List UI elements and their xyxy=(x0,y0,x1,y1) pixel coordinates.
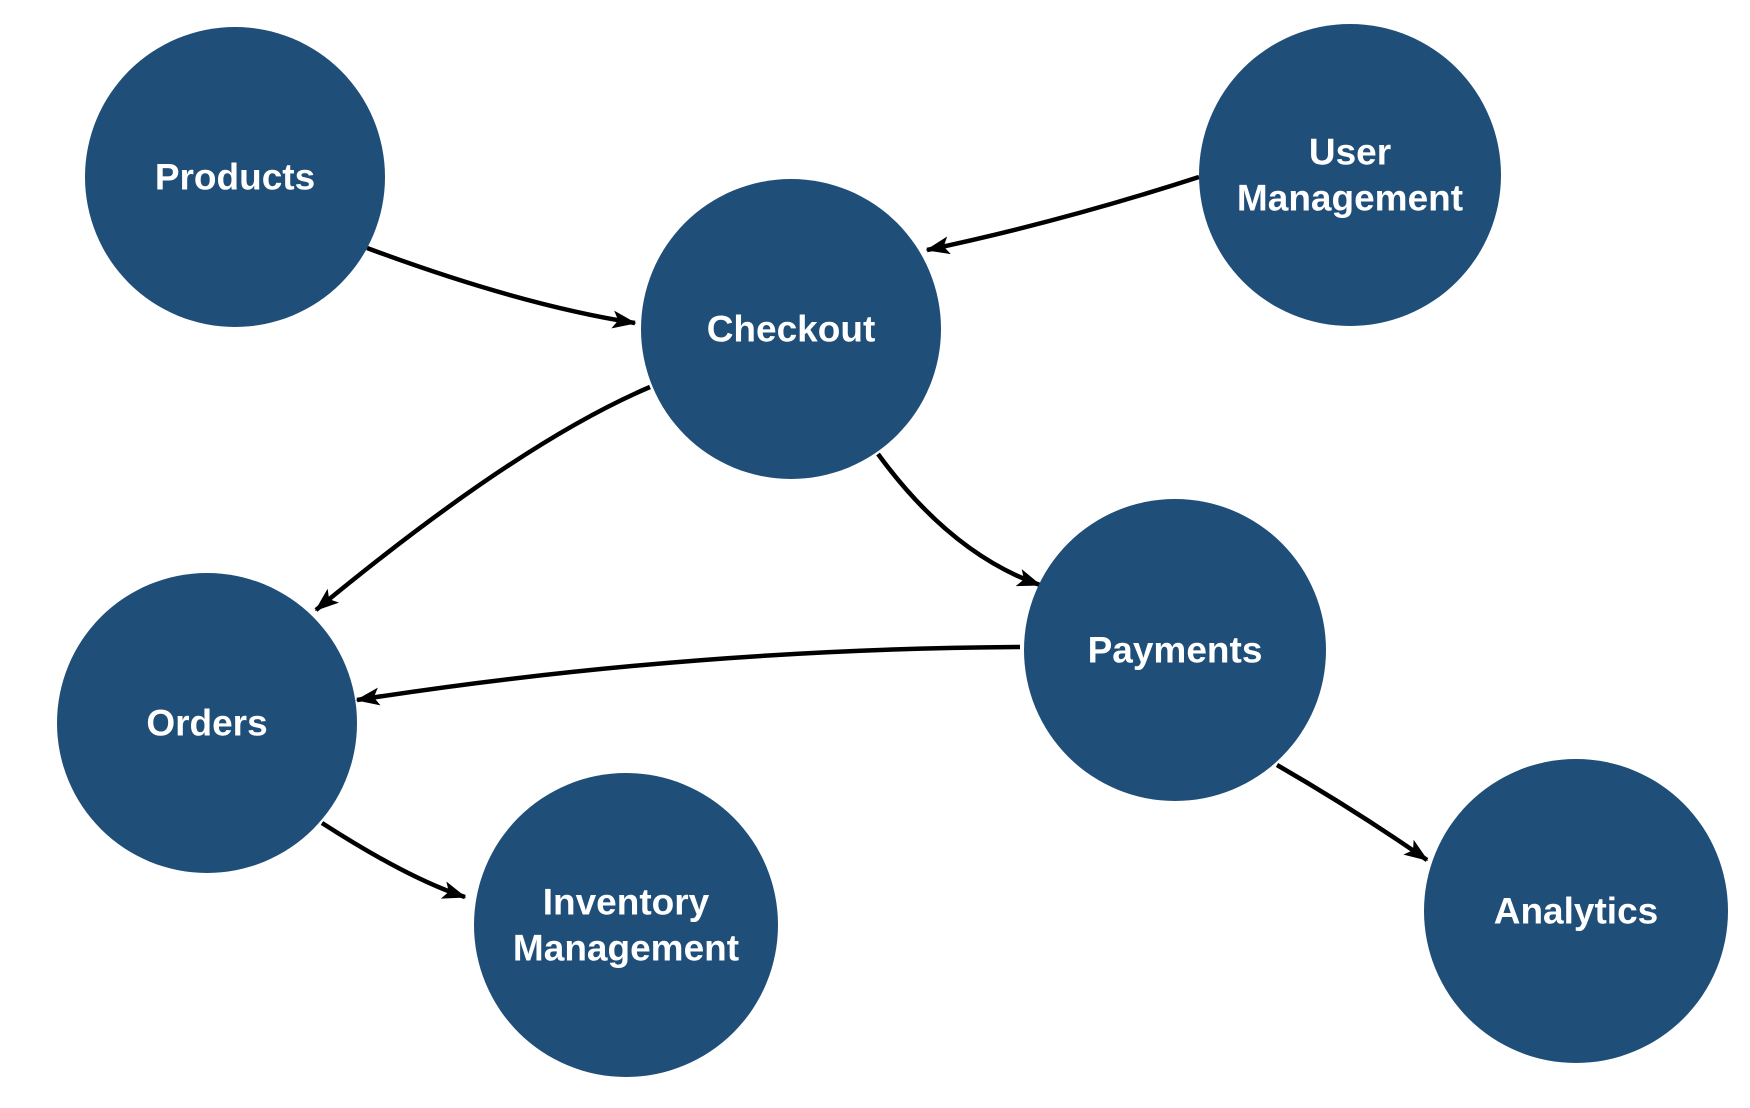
node-orders: Orders xyxy=(57,573,357,873)
node-circle-orders xyxy=(57,573,357,873)
edge-checkout-to-payments xyxy=(876,452,1042,588)
node-circle-user-management xyxy=(1199,24,1501,326)
edge-payments-to-orders xyxy=(355,644,1021,706)
node-circle-payments xyxy=(1024,499,1326,801)
node-label-orders: Orders xyxy=(146,703,267,744)
node-analytics: Analytics xyxy=(1424,759,1728,1063)
node-checkout: Checkout xyxy=(641,179,941,479)
node-label-products: Products xyxy=(155,157,315,198)
node-label-checkout: Checkout xyxy=(707,309,876,350)
edge-checkout-to-orders xyxy=(314,384,651,612)
node-circle-checkout xyxy=(641,179,941,479)
edges-layer xyxy=(314,174,1429,900)
node-payments: Payments xyxy=(1024,499,1326,801)
node-circle-products xyxy=(85,27,385,327)
edge-products-to-checkout xyxy=(366,245,637,329)
node-label-analytics: Analytics xyxy=(1494,891,1659,932)
edge-user-management-to-checkout xyxy=(925,174,1200,255)
edge-orders-to-inventory-management xyxy=(320,821,467,900)
edge-payments-to-analytics xyxy=(1275,763,1429,862)
node-label-payments: Payments xyxy=(1088,630,1263,671)
node-products: Products xyxy=(85,27,385,327)
node-circle-analytics xyxy=(1424,759,1728,1063)
node-circle-inventory-management xyxy=(474,773,778,1077)
